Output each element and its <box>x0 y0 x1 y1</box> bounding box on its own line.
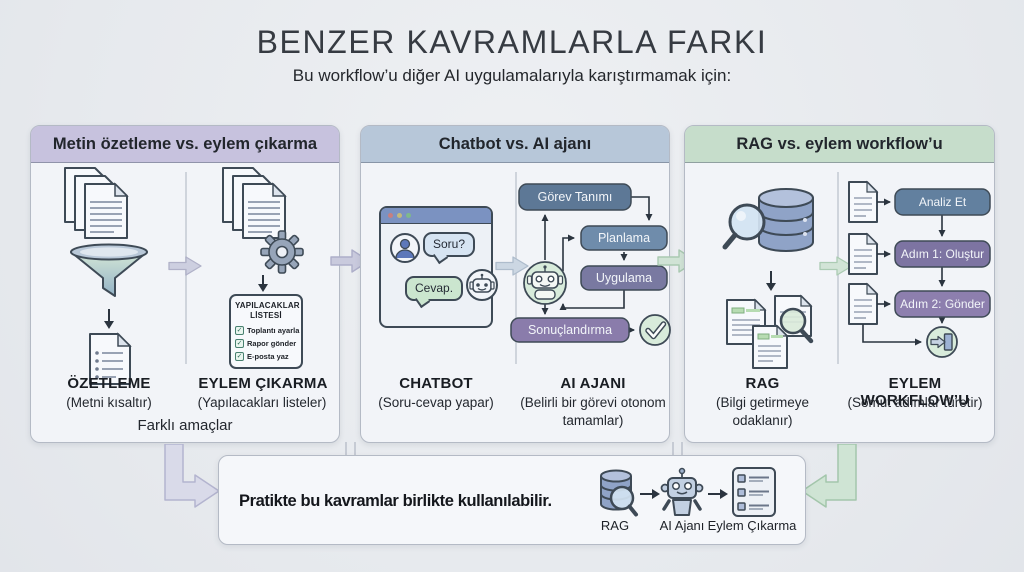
action-extraction-label: EYLEM ÇIKARMA <box>198 375 328 392</box>
ai-agent-label: AI AJANI <box>560 375 626 392</box>
panel-rag-vs-workflow: RAG vs. eylem workflow’u <box>684 125 995 443</box>
connector-arrow-left <box>164 444 220 508</box>
flow-steps <box>894 188 991 318</box>
question-bubble: Soru? <box>423 232 476 257</box>
chevron-right-icon <box>168 256 202 276</box>
svg-text:Görev Tanımı: Görev Tanımı <box>538 190 613 204</box>
connector-stub <box>672 442 674 455</box>
analyze-box <box>894 188 991 216</box>
arrow-right-icon <box>708 489 728 499</box>
svg-text:Adım 1: Oluştur: Adım 1: Oluştur <box>901 247 984 261</box>
chat-window-titlebar <box>381 208 491 224</box>
arrow-down-icon <box>258 275 268 292</box>
document-icon <box>848 180 879 223</box>
panel1-header: Metin özetleme vs. eylem çıkarma <box>31 126 339 163</box>
step2-box <box>894 290 991 318</box>
check-circle-icon <box>639 314 671 346</box>
chatbot-desc: (Soru-cevap yapar) <box>378 395 494 410</box>
checkbox-icon <box>235 338 244 348</box>
documents-stack-icon <box>64 167 129 239</box>
panel3-header: RAG vs. eylem workflow’u <box>685 126 994 163</box>
connector-stub <box>681 442 683 455</box>
panel2-header: Chatbot vs. AI ajanı <box>361 126 669 163</box>
chevron-right-icon <box>819 256 853 276</box>
documents-search-icon <box>726 294 814 369</box>
svg-text:Uygulama: Uygulama <box>596 271 652 285</box>
chat-robot-icon <box>466 269 498 301</box>
summary-document-icon <box>89 332 132 385</box>
gear-icon <box>260 230 304 274</box>
action-workflow-label: EYLEM WORKFLOW’U <box>860 375 970 409</box>
svg-text:Adım 2: Gönder: Adım 2: Gönder <box>900 297 985 311</box>
documents-stack-icon <box>222 167 287 239</box>
window-dot-icon <box>406 213 411 218</box>
arrow-right-icon <box>640 489 660 499</box>
step1-box <box>894 240 991 268</box>
svg-text:Analiz Et: Analiz Et <box>919 195 967 209</box>
flow-connectors <box>862 198 946 346</box>
connector-arrow-right <box>801 444 857 508</box>
summarization-desc: (Metni kısaltır) <box>66 395 152 410</box>
connector-stub <box>354 442 356 455</box>
execution-box <box>580 265 668 291</box>
user-avatar-icon <box>390 233 420 263</box>
panel1-footer: Farklı amaçlar <box>137 417 233 434</box>
todo-item: E-posta yaz <box>235 351 297 361</box>
action-workflow-desc: (Somut adımlar türetir) <box>847 395 983 410</box>
chatbot-label: CHATBOT <box>399 375 473 392</box>
arrow-down-icon <box>104 309 114 329</box>
rag-database-icon <box>600 469 638 517</box>
action-extraction-desc: (Yapılacakları listeler) <box>197 395 327 410</box>
document-icon <box>848 282 879 325</box>
conclusion-box <box>510 317 630 343</box>
page-title: BENZER KAVRAMLARLA FARKI <box>256 24 768 60</box>
summarization-label: ÖZETLEME <box>67 375 151 392</box>
funnel-icon <box>70 243 148 297</box>
chevron-right-icon <box>495 256 529 276</box>
agent-icon-label: AI Ajanı <box>659 518 705 533</box>
connector-stub <box>345 442 347 455</box>
chat-window: Soru? Cevap. <box>379 206 498 328</box>
action-workflow-flowchart: Analiz Et Adım 1: Oluştur Adım 2: Gönder <box>848 180 991 358</box>
conclusion-text: Pratikte bu kavramlar birlikte kullanıla… <box>239 491 552 510</box>
agent-robot-icon <box>523 261 567 305</box>
conclusion-box: Pratikte bu kavramlar birlikte kullanıla… <box>218 455 806 545</box>
todo-item: Rapor gönder <box>235 338 297 348</box>
answer-bubble: Cevap. <box>405 276 464 301</box>
panel-chatbot-vs-agent: Chatbot vs. AI ajanı Soru? Cevap. <box>360 125 671 443</box>
action-extraction-icon-label: Eylem Çıkarma <box>707 518 797 533</box>
checkbox-icon <box>235 325 244 335</box>
window-dot-icon <box>397 213 402 218</box>
agent-flowchart: Görev Tanımı Planlama Uygulama Sonuçland… <box>510 183 671 346</box>
todo-item: Toplantı ayarla <box>235 325 299 335</box>
rag-desc: (Bilgi getirmeye odaklanır) <box>715 395 810 428</box>
database-search-icon <box>722 188 814 252</box>
rag-label: RAG <box>745 375 780 392</box>
flow-connectors <box>541 196 653 334</box>
ai-agent-robot-icon <box>660 467 704 516</box>
document-icon <box>848 232 879 275</box>
export-circle-icon <box>926 326 958 358</box>
checkbox-icon <box>235 351 244 361</box>
page-subtitle: Bu workflow’u diğer AI uygulamalarıyla k… <box>292 66 732 85</box>
flow-steps <box>510 183 668 343</box>
checklist-icon <box>732 467 776 517</box>
svg-text:Planlama: Planlama <box>598 231 650 245</box>
planning-box <box>580 225 668 251</box>
window-dot-icon <box>388 213 393 218</box>
arrow-down-icon <box>766 271 776 291</box>
task-definition-box <box>518 183 632 211</box>
rag-icon-label: RAG <box>600 518 630 533</box>
panel-summarization-vs-action: Metin özetleme vs. eylem çıkarma <box>30 125 340 443</box>
ai-agent-desc: (Belirli bir görevi otonom tamamlar) <box>520 395 666 428</box>
svg-text:Sonuçlandırma: Sonuçlandırma <box>528 323 612 337</box>
